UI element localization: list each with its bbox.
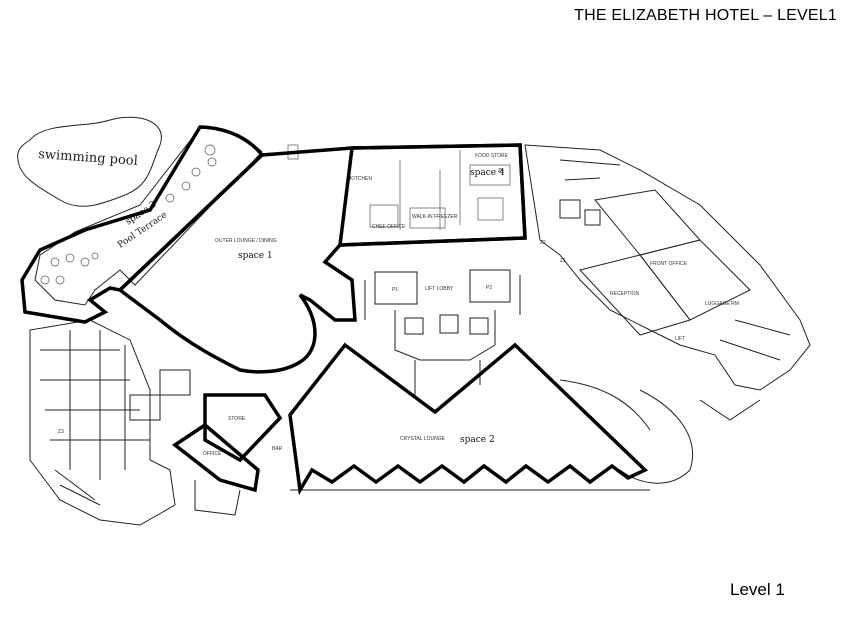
terrace-furniture <box>40 144 217 285</box>
label-crystal-lounge: CRYSTAL LOUNGE <box>400 436 446 442</box>
label-store: STORE <box>228 416 246 422</box>
label-front-office: FRONT OFFICE <box>650 261 688 267</box>
zone-space-3 <box>20 125 265 324</box>
right-wing-sketch <box>524 144 811 391</box>
label-luggage: LUGGAGE RM <box>705 301 739 307</box>
south-sketch <box>194 379 761 516</box>
zone-marker-z4: Z4 <box>498 168 504 174</box>
zone-space-4 <box>338 143 527 247</box>
zone-space-1 <box>288 342 649 496</box>
space-tag-4: space 4 <box>470 168 505 178</box>
label-reception: RECEPTION <box>610 291 640 297</box>
core-sketch <box>364 269 521 395</box>
zone-marker-z2: Z2 <box>540 240 546 246</box>
zone-space-2 <box>117 143 527 374</box>
left-wing-sketch <box>29 319 191 526</box>
label-kitchen: KITCHEN <box>350 176 372 182</box>
space-tag-2: space 2 <box>460 435 495 445</box>
label-office: OFFICE <box>203 451 222 457</box>
swimming-pool <box>17 116 162 207</box>
label-outer-lounge: OUTER LOUNGE / DINING <box>215 238 277 244</box>
label-p1: P1 <box>392 287 398 293</box>
label-lift: LIFT <box>675 336 685 342</box>
map-title: THE ELIZABETH HOTEL – LEVEL1 <box>574 7 837 24</box>
zone-marker-z3: Z3 <box>58 429 64 435</box>
label-lift-lobby: LIFT LOBBY <box>425 286 454 292</box>
zone-office <box>172 422 260 493</box>
space-tag-1: space 1 <box>238 251 273 261</box>
zone-marker-z1: Z1 <box>560 258 566 264</box>
label-p2: P2 <box>486 285 492 291</box>
label-bar: BAR <box>272 446 283 452</box>
label-chef: CHEF OFFICE <box>372 224 406 230</box>
label-food-store: FOOD STORE <box>475 153 509 159</box>
pool-label: swimming pool <box>38 147 139 169</box>
zone-store-office <box>203 393 283 463</box>
label-walk-in: WALK-IN FREEZER <box>412 214 458 220</box>
level-label: Level 1 <box>730 580 785 599</box>
